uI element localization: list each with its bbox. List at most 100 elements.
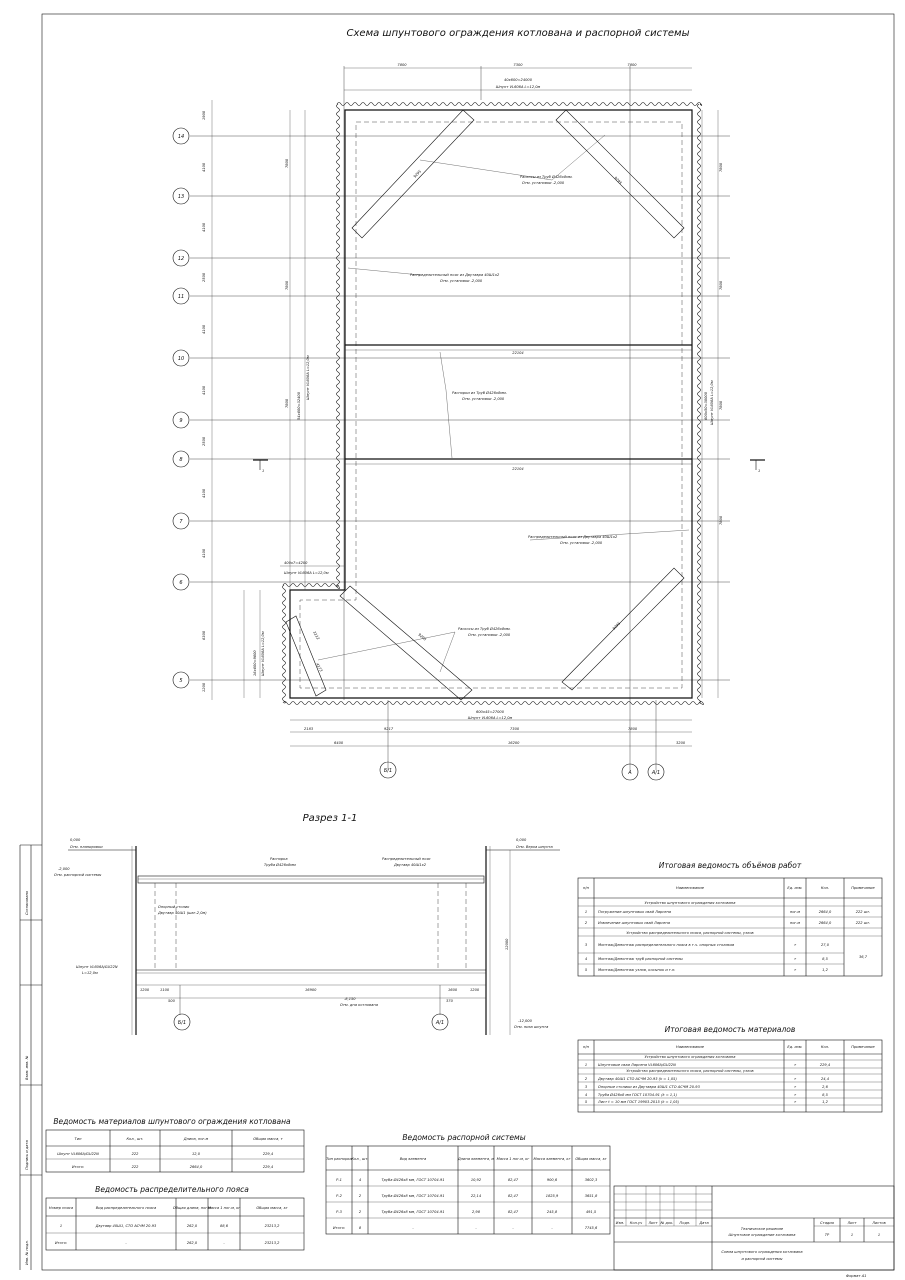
leader-braces-top-1: Раскосы из Труб Ø426х8мм. bbox=[520, 174, 573, 179]
step-note-2: Шпунт VL606A L=12,0м bbox=[284, 571, 329, 575]
struts-header: Кол., шт. bbox=[352, 1157, 369, 1161]
margin-signature: Подпись и дата bbox=[25, 1140, 29, 1170]
works-h-note: Примечание bbox=[851, 886, 875, 890]
struts-cell: - bbox=[475, 1226, 477, 1230]
bottom-note-1: 600х45=27000 bbox=[476, 710, 505, 714]
belt-cell: Двутавр 40Ш1, СТО АСЧМ 20-93 bbox=[95, 1224, 157, 1228]
axis-bubble bbox=[172, 512, 190, 530]
bottom-dim-4: 7800 bbox=[628, 727, 638, 731]
sec-height: 12000 bbox=[505, 938, 509, 950]
works-h-unit: Ед. изм. bbox=[787, 886, 802, 890]
section-title: Разрез 1-1 bbox=[303, 813, 358, 824]
left-dim-8: 4100 bbox=[202, 488, 206, 498]
struts-cell: 3651,8 bbox=[585, 1194, 598, 1198]
right-dim-1: 7800 bbox=[719, 162, 723, 172]
axis-a1: А/1 bbox=[651, 770, 660, 776]
sheetpile-cell: Шпунт VL606A/GU22N bbox=[57, 1152, 99, 1156]
works-h-num: п/п bbox=[583, 886, 590, 890]
sec-axis-b1: Б/1 bbox=[178, 1020, 186, 1026]
mat-row-num: 1 bbox=[585, 1063, 587, 1067]
bottom-dim-1: 2183 bbox=[304, 727, 314, 731]
mat-row-unit: т bbox=[794, 1100, 797, 1104]
section-mark-right: 1 bbox=[758, 469, 760, 473]
axis-label-10: 5 bbox=[179, 678, 182, 684]
struts-cell: 10,92 bbox=[471, 1178, 482, 1182]
stamp-h-sheets: Листов bbox=[871, 1221, 885, 1225]
struts-cell: 82,47 bbox=[508, 1194, 519, 1198]
diag-len-5: 3112 bbox=[312, 631, 320, 642]
axis-bubble bbox=[172, 249, 190, 267]
axis-b1: Б/1 bbox=[384, 768, 392, 774]
bottom-note-2: Шпунт VL606A L=12,0м bbox=[468, 716, 513, 720]
struts-header: Масса 1 пог.м, кг bbox=[497, 1157, 530, 1161]
mat-h-note: Примечание bbox=[851, 1045, 875, 1049]
struts-cell: - bbox=[412, 1226, 414, 1230]
left-vert-note-1: 54х600=32400 bbox=[297, 391, 301, 420]
bottom-dim-7: 3200 bbox=[676, 741, 686, 745]
lvl-top-left-note: Отм. планировки bbox=[70, 845, 103, 849]
leader-braces-bottom-2: Отм. установки -2,000 bbox=[468, 633, 511, 637]
stamp-sheet-2: и распорной системы bbox=[742, 1257, 783, 1261]
leaders: Раскосы из Труб Ø426х8мм. Отм. установки… bbox=[317, 134, 690, 673]
works-row-note: 222 шт. bbox=[856, 910, 871, 914]
stamp-col: Дата bbox=[698, 1221, 708, 1225]
belt-header: Масса 1 пог.м, кг bbox=[208, 1206, 241, 1210]
left-dim-6: 4100 bbox=[202, 385, 206, 395]
mat-h-num: п/п bbox=[583, 1045, 590, 1049]
works-row-qty: 27,0 bbox=[821, 943, 830, 947]
struts-cell: 7745,6 bbox=[585, 1226, 598, 1230]
belt-header: Номер пояса bbox=[49, 1206, 73, 1210]
stamp-v-stage: ТР bbox=[825, 1233, 830, 1237]
mat-row-unit: т bbox=[794, 1085, 797, 1089]
sec-dim-4: 1600 bbox=[448, 988, 458, 992]
struts-cell: 22,14 bbox=[471, 1194, 482, 1198]
mat-row-unit: т bbox=[794, 1093, 797, 1097]
leader-belt-top-1: Распределительный пояс из Двутавра 40Ш1х… bbox=[410, 273, 500, 277]
left-dim-5: 4100 bbox=[202, 324, 206, 334]
mat-row-qty: 24,4 bbox=[821, 1077, 830, 1081]
sheetpile-cell: 222 bbox=[132, 1152, 140, 1156]
axis-label-5: 10 bbox=[178, 356, 184, 362]
left-dim-7: 2500 bbox=[202, 436, 206, 446]
mat-row-qty: 229,4 bbox=[820, 1063, 831, 1067]
stamp-col: Изм. bbox=[616, 1221, 624, 1225]
mat-row-name: Двутавр 40Ш1 СТО АСЧМ 20-93 (k = 1,05) bbox=[597, 1077, 677, 1081]
works-row-num: 5 bbox=[585, 968, 588, 972]
works-row-qty: 2664,0 bbox=[819, 910, 832, 914]
works-table: п/п Наименование Ед. изм. Кол. Примечани… bbox=[577, 877, 883, 977]
works-row-name: Монтаж/Демонтаж распределительного пояса… bbox=[598, 943, 734, 947]
struts-cell: 2 bbox=[359, 1194, 362, 1198]
bottom-dim-2: 9217 bbox=[384, 727, 394, 731]
top-note-2: Шпунт VL606A L=12,0м bbox=[496, 85, 541, 89]
section-drawing: 0,000 Отм. планировки 0,000 Отм. Верха ш… bbox=[54, 838, 560, 1035]
mat-row-qty: 8,5 bbox=[822, 1093, 828, 1097]
step-note-4: Шпунт VL606A L=12,0м bbox=[261, 631, 265, 676]
right-dim-3: 7800 bbox=[719, 400, 723, 410]
leader-braces-bottom-1: Раскосы из Труб Ø426х8мм. bbox=[458, 626, 511, 631]
struts-cell: 2,98 bbox=[472, 1210, 481, 1214]
axis-label-3: 12 bbox=[178, 256, 184, 262]
mat-row-num: 4 bbox=[585, 1093, 588, 1097]
struts-cell: 2 bbox=[359, 1210, 362, 1214]
belt-cell: 23213,2 bbox=[265, 1241, 281, 1245]
sec-dim-3: 16900 bbox=[305, 988, 317, 992]
axis-bubble bbox=[172, 573, 190, 591]
struts-cell: Итого: bbox=[333, 1226, 345, 1230]
struts-header: Вид элемента bbox=[400, 1157, 426, 1161]
section-mark-left: 1 bbox=[262, 469, 264, 473]
right-vert-note-2: Шпунт VL606A L=12,0м bbox=[710, 380, 714, 425]
bottom-dim-3: 7300 bbox=[510, 727, 520, 731]
inner-left-dim-2: 7800 bbox=[285, 280, 289, 290]
sheetpile-cell: 229,4 bbox=[263, 1152, 274, 1156]
diag-len-4: 9295 bbox=[612, 621, 622, 631]
sheetpile-cell: 12,0 bbox=[192, 1152, 201, 1156]
top-dim-1: 7800 bbox=[397, 63, 407, 67]
top-dimensions: 7800 7300 7800 40х600=24000 Шпунт VL606A… bbox=[344, 63, 692, 91]
lvl-top-left: 0,000 bbox=[70, 838, 81, 842]
mat-row-num: 2 bbox=[585, 1077, 588, 1081]
sheetpile-cell: 229,4 bbox=[263, 1165, 274, 1169]
works-row-name: Погружение шпунтовых свай Ларсена bbox=[598, 910, 671, 914]
struts-cell: Р-2 bbox=[336, 1194, 342, 1198]
